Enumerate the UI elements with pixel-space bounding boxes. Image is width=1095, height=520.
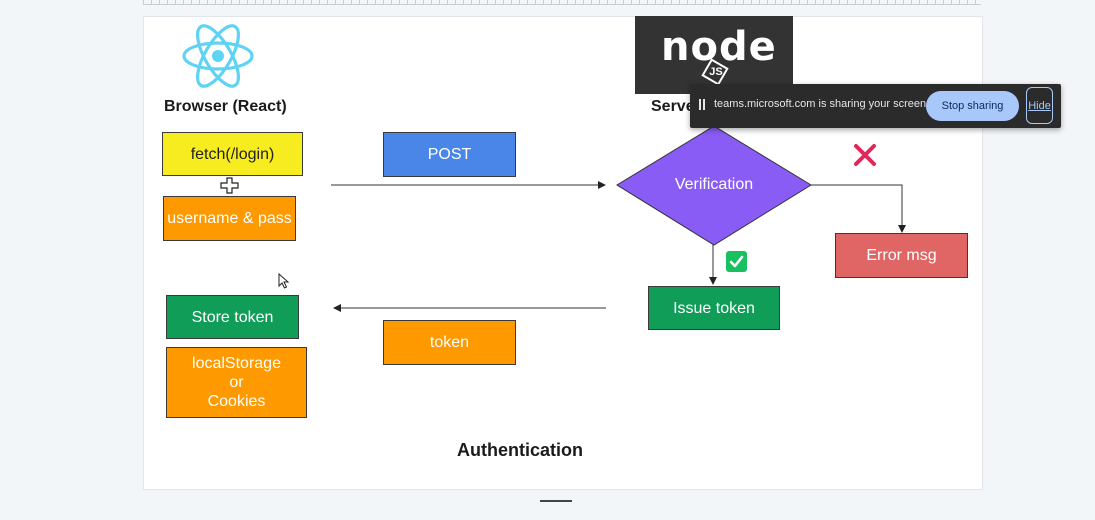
- storage-box: localStorage or Cookies: [166, 347, 307, 418]
- client-label: Browser (React): [164, 98, 287, 115]
- server-label: Serve: [651, 98, 695, 115]
- nodejs-logo-icon: node JS: [635, 16, 793, 94]
- credentials-box: username & pass: [163, 196, 296, 241]
- screen-share-bar: teams.microsoft.com is sharing your scre…: [690, 84, 1061, 128]
- storage-line-2: or: [229, 374, 244, 391]
- verification-label: Verification: [674, 176, 754, 193]
- token-box: token: [383, 320, 516, 365]
- verification-diamond: [616, 125, 812, 246]
- hide-button[interactable]: Hide: [1026, 87, 1053, 124]
- error-box: Error msg: [835, 233, 968, 278]
- pause-icon[interactable]: [699, 99, 706, 110]
- ruler: [143, 0, 981, 5]
- diagram-title: Authentication: [457, 440, 583, 460]
- store-token-box: Store token: [166, 295, 299, 339]
- share-message: teams.microsoft.com is sharing your scre…: [714, 98, 930, 110]
- bottom-handle[interactable]: [540, 500, 572, 502]
- cross-icon: [854, 144, 876, 166]
- node-logo-text: node: [661, 24, 777, 70]
- node-logo-sub: JS: [709, 66, 723, 78]
- arrow-cursor-icon: [278, 273, 290, 289]
- check-icon: [726, 251, 747, 272]
- issue-token-box: Issue token: [648, 286, 780, 330]
- plus-cursor-icon: [220, 177, 239, 194]
- storage-line-3: Cookies: [207, 393, 266, 410]
- stop-sharing-button[interactable]: Stop sharing: [926, 91, 1019, 121]
- fetch-box: fetch(/login): [162, 132, 303, 176]
- post-box: POST: [383, 132, 516, 177]
- arrow-error: [810, 184, 906, 233]
- storage-line-1: localStorage: [192, 355, 281, 372]
- react-icon: [182, 24, 254, 88]
